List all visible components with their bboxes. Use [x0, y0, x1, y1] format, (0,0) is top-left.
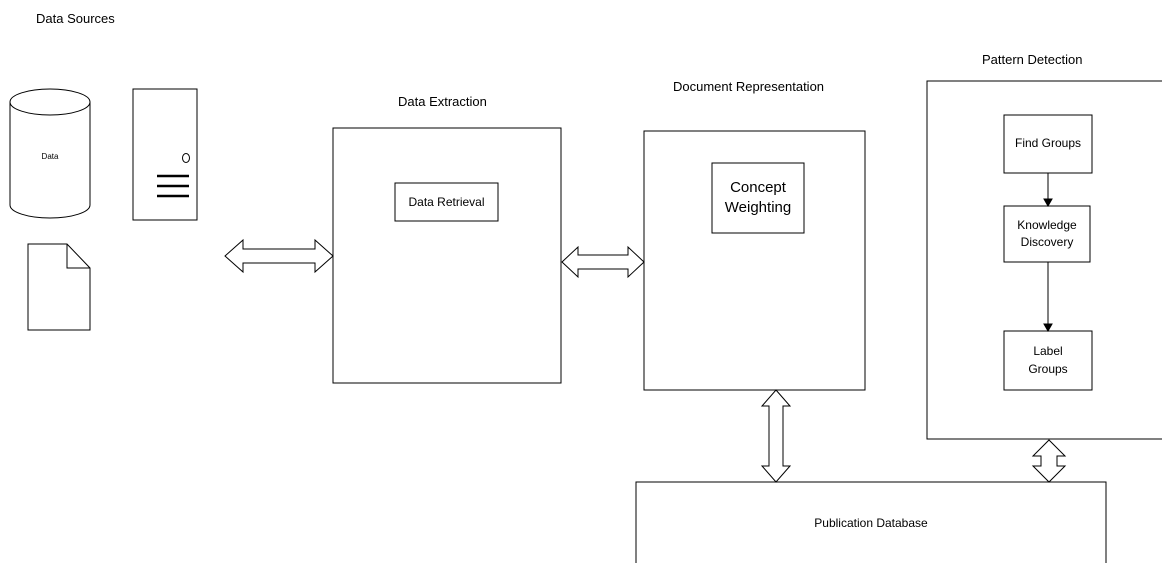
document-icon — [27, 243, 91, 331]
server-icon — [132, 88, 198, 221]
find-groups-box — [1003, 114, 1093, 174]
arrowhead-icon — [1043, 198, 1053, 208]
data-extraction-box — [332, 127, 562, 384]
knowledge-discovery-label: Knowledge Discovery — [1017, 217, 1077, 249]
sources-extraction-arrow — [224, 238, 334, 274]
pattern-detection-title: Pattern Detection — [982, 52, 1083, 67]
knowledge-discovery-box — [1003, 205, 1091, 263]
concept-weighting-label: Concept Weighting — [724, 178, 792, 216]
data-retrieval-box — [394, 182, 499, 222]
publication-database-box — [635, 481, 1107, 563]
publication-database-label: Publication Database — [814, 516, 928, 531]
label-groups-box — [1003, 330, 1093, 391]
document-representation-title: Document Representation — [673, 79, 825, 94]
representation-database-arrow — [760, 389, 792, 483]
find-groups-label: Find Groups — [1014, 136, 1082, 151]
concept-weighting-box — [711, 162, 805, 234]
database-icon — [9, 88, 91, 219]
data-retrieval-label: Data Retrieval — [408, 195, 485, 210]
data-extraction-title: Data Extraction — [398, 94, 487, 109]
arrowhead-icon — [1043, 323, 1053, 333]
pattern-database-arrow — [1031, 439, 1067, 483]
extraction-representation-arrow — [561, 245, 645, 279]
database-label: Data — [41, 152, 59, 162]
label-groups-label: Label Groups — [1028, 344, 1068, 376]
data-sources-title: Data Sources — [36, 11, 115, 26]
